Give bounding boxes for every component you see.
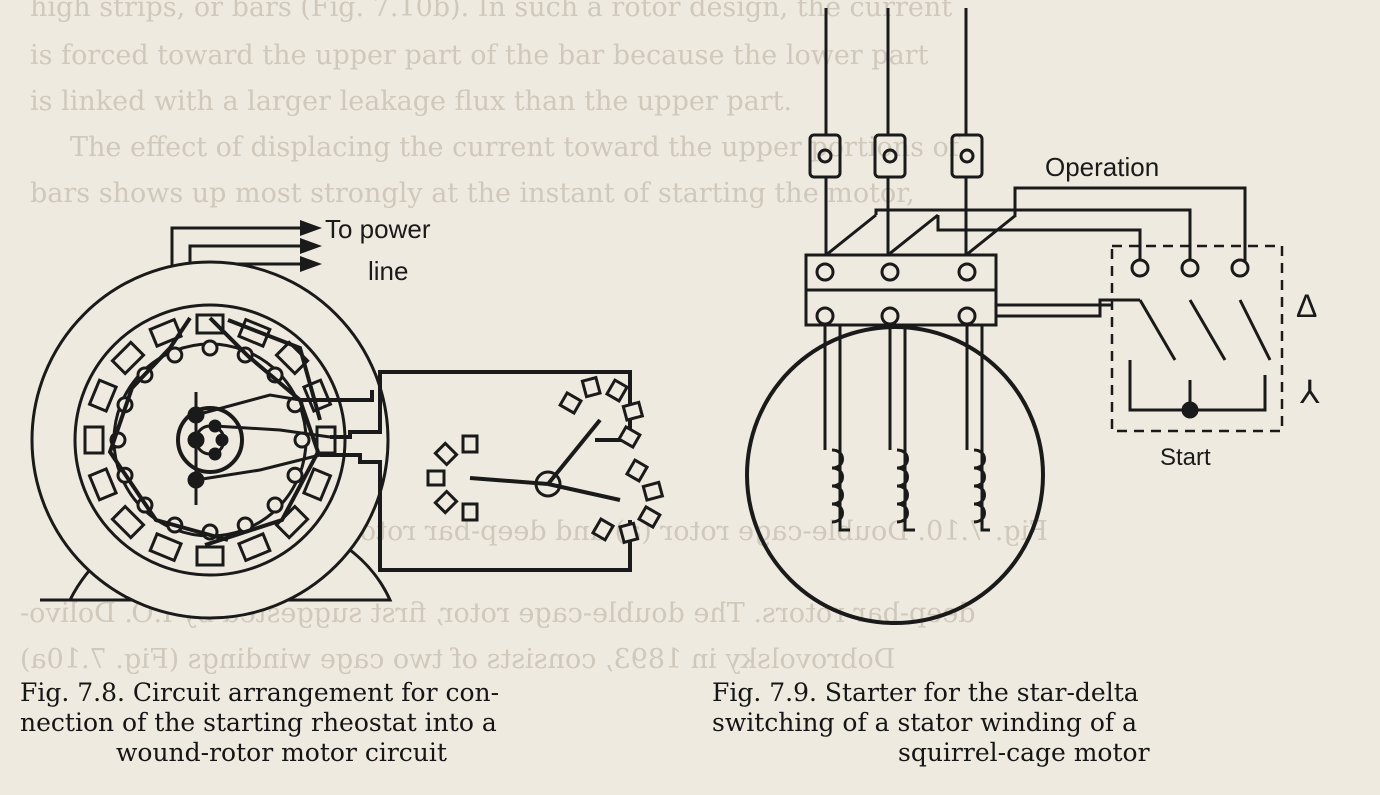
stator-slot (274, 340, 310, 376)
stator-slot (87, 378, 119, 414)
stator-coils (823, 324, 990, 532)
fuse-icon (873, 133, 907, 179)
caption-line: Fig. 7.9. Starter for the star-delta (712, 678, 1139, 707)
caption-line: squirrel-cage motor (898, 738, 1150, 767)
stator-slot (148, 531, 184, 563)
stator-ring (73, 303, 347, 577)
rheostat-contact (433, 489, 459, 515)
bleed-line: is forced toward the upper part of the b… (30, 40, 929, 71)
stator-slot (195, 545, 225, 567)
caption-line: switching of a stator winding of a (712, 708, 1137, 737)
coil-icon (973, 448, 986, 524)
rotor (176, 392, 331, 505)
starting-rheostat (426, 375, 665, 545)
rheostat-contact (616, 424, 642, 450)
to-power-label: To power (325, 214, 431, 244)
start-label: Start (1160, 444, 1211, 471)
stator-slot (195, 313, 225, 335)
rheostat-contact (624, 458, 650, 484)
motor-housing (745, 325, 1045, 625)
rheostat-contact (604, 378, 630, 404)
stator-slot (83, 425, 105, 455)
arrow-icon (300, 238, 322, 254)
slot-conductor (201, 339, 219, 357)
slot-conductor (286, 466, 304, 484)
slot-conductor (266, 496, 284, 514)
bleed-line: is linked with a larger leakage flux tha… (30, 86, 793, 117)
caption-line: Fig. 7.8. Circuit arrangement for con- (20, 678, 500, 707)
coil-icon (896, 448, 909, 524)
fuse-icon (808, 133, 842, 179)
line-label: line (368, 256, 409, 286)
star-delta-switch (996, 244, 1284, 433)
operation-contactor (825, 186, 1247, 268)
star-symbol: ⅄ (1300, 374, 1320, 410)
figure-7-8-diagram (30, 220, 665, 620)
rheostat-contact (590, 516, 616, 542)
rheostat-contact (426, 469, 446, 487)
coil-icon (831, 448, 844, 524)
caption-line: wound-rotor motor circuit (116, 738, 447, 767)
operation-label: Operation (1045, 152, 1160, 182)
stator-slot (236, 531, 272, 563)
stator-slot (148, 317, 184, 349)
fuse-icon (950, 133, 984, 179)
caption-line: nection of the starting rheostat into a (20, 708, 497, 737)
stator-slot (315, 425, 337, 455)
rheostat-contact (636, 504, 662, 530)
rheostat-contact (580, 375, 602, 399)
rheostat-contact (641, 480, 665, 502)
rheostat-contact (433, 441, 459, 467)
rheostat-contact (558, 390, 584, 416)
bleed-line: high strips, or bars (Fig. 7.10b). In su… (30, 0, 953, 23)
rheostat-contact (618, 521, 640, 545)
delta-symbol: Δ (1296, 288, 1318, 324)
supply-lines (808, 8, 984, 255)
stator-slot (110, 504, 146, 540)
stator-slot (110, 340, 146, 376)
stator-slot (87, 466, 119, 502)
rheostat-contact (461, 434, 479, 454)
stator-slot (301, 466, 333, 502)
switch-enclosure (1110, 244, 1284, 433)
rheostat-contact (621, 400, 645, 422)
rheostat-contact (461, 502, 479, 522)
terminal-block (804, 253, 998, 327)
bleed-line: bars shows up most strongly at the insta… (30, 178, 915, 209)
arrow-icon (300, 220, 322, 236)
stator-winding (107, 316, 322, 547)
figure-7-9-caption: Fig. 7.9. Starter for the star-delta swi… (712, 678, 1362, 768)
figure-7-9-diagram (745, 8, 1284, 625)
figure-7-8-caption: Fig. 7.8. Circuit arrangement for con- n… (20, 678, 660, 768)
arrow-icon (300, 256, 322, 272)
slot-conductor (166, 346, 184, 364)
